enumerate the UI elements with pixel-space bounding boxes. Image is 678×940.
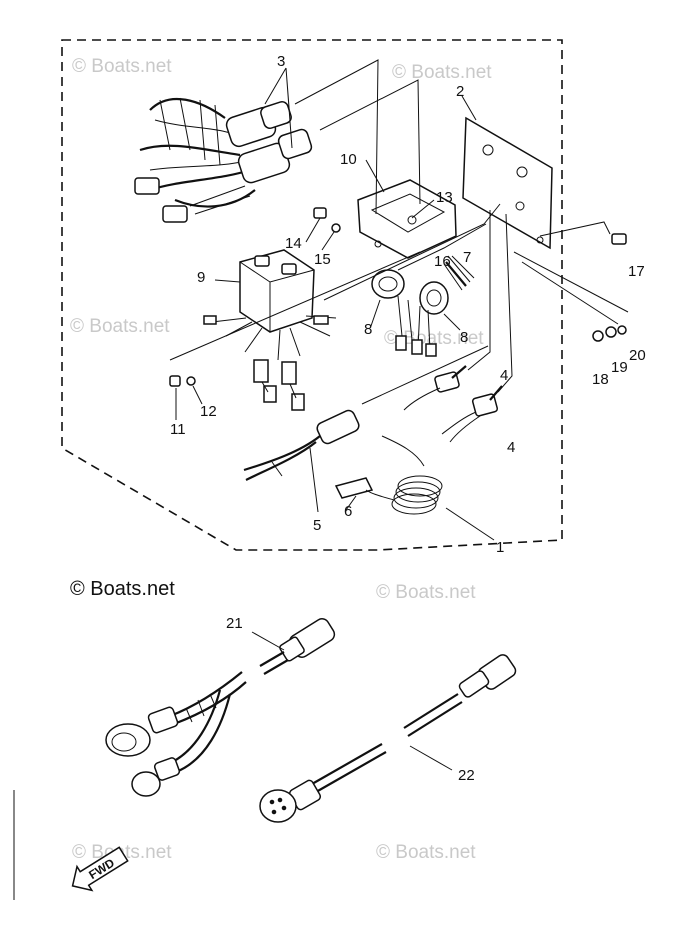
extension-cable-22	[259, 654, 517, 823]
watermark-top-left: © Boats.net	[72, 56, 172, 77]
bracket	[357, 179, 457, 259]
callout-5: 5	[313, 517, 321, 534]
callout-10: 10	[340, 151, 357, 168]
callout-8-left: 8	[364, 321, 372, 338]
fasteners	[169, 207, 627, 387]
callout-11: 11	[170, 421, 186, 438]
callout-1: 1	[496, 539, 504, 556]
callout-22: 22	[458, 767, 475, 784]
y-harness-21	[105, 618, 336, 797]
callout-14: 14	[285, 235, 302, 252]
callout-4-upper: 4	[500, 367, 508, 384]
callout-8-right: 8	[460, 329, 468, 346]
stop-switch-connector	[243, 409, 360, 481]
assembly-boundary	[61, 39, 563, 551]
callout-12: 12	[200, 403, 217, 420]
mounting-plate	[462, 116, 553, 250]
forward-direction-badge: FWD	[71, 846, 129, 892]
toggle-switches	[403, 365, 503, 443]
watermark-credit: © Boats.net	[70, 578, 175, 600]
callout-13: 13	[436, 189, 453, 206]
leader-lines	[169, 59, 629, 541]
callout-4-lower: 4	[507, 439, 515, 456]
spring-clip	[443, 255, 475, 291]
lower-leader-lines	[251, 631, 453, 771]
key-switch-harness	[134, 97, 313, 223]
callout-16: 16	[434, 253, 451, 270]
callout-2: 2	[456, 83, 464, 100]
watermark-mid-left: © Boats.net	[70, 316, 170, 337]
callout-labels: 3 2 10 13 14 15 9 16 7 17 8 8 18 19 20 4…	[170, 53, 646, 784]
watermark-bottom-right: © Boats.net	[376, 842, 476, 863]
callout-9: 9	[197, 269, 205, 286]
callout-20: 20	[629, 347, 646, 364]
watermark-layer: © Boats.net © Boats.net © Boats.net © Bo…	[70, 56, 492, 863]
watermark-lower-right: © Boats.net	[376, 582, 476, 603]
callout-21: 21	[226, 615, 243, 632]
watermark-mid-right: © Boats.net	[384, 328, 484, 349]
coiled-lanyard	[334, 435, 443, 515]
callout-6: 6	[344, 503, 352, 520]
callout-18: 18	[592, 371, 609, 388]
callout-19: 19	[611, 359, 628, 376]
callout-15: 15	[314, 251, 331, 268]
watermark-top-right: © Boats.net	[392, 62, 492, 83]
callout-17: 17	[628, 263, 645, 280]
callout-7: 7	[463, 249, 471, 266]
control-box	[203, 249, 337, 411]
callout-3: 3	[277, 53, 285, 70]
